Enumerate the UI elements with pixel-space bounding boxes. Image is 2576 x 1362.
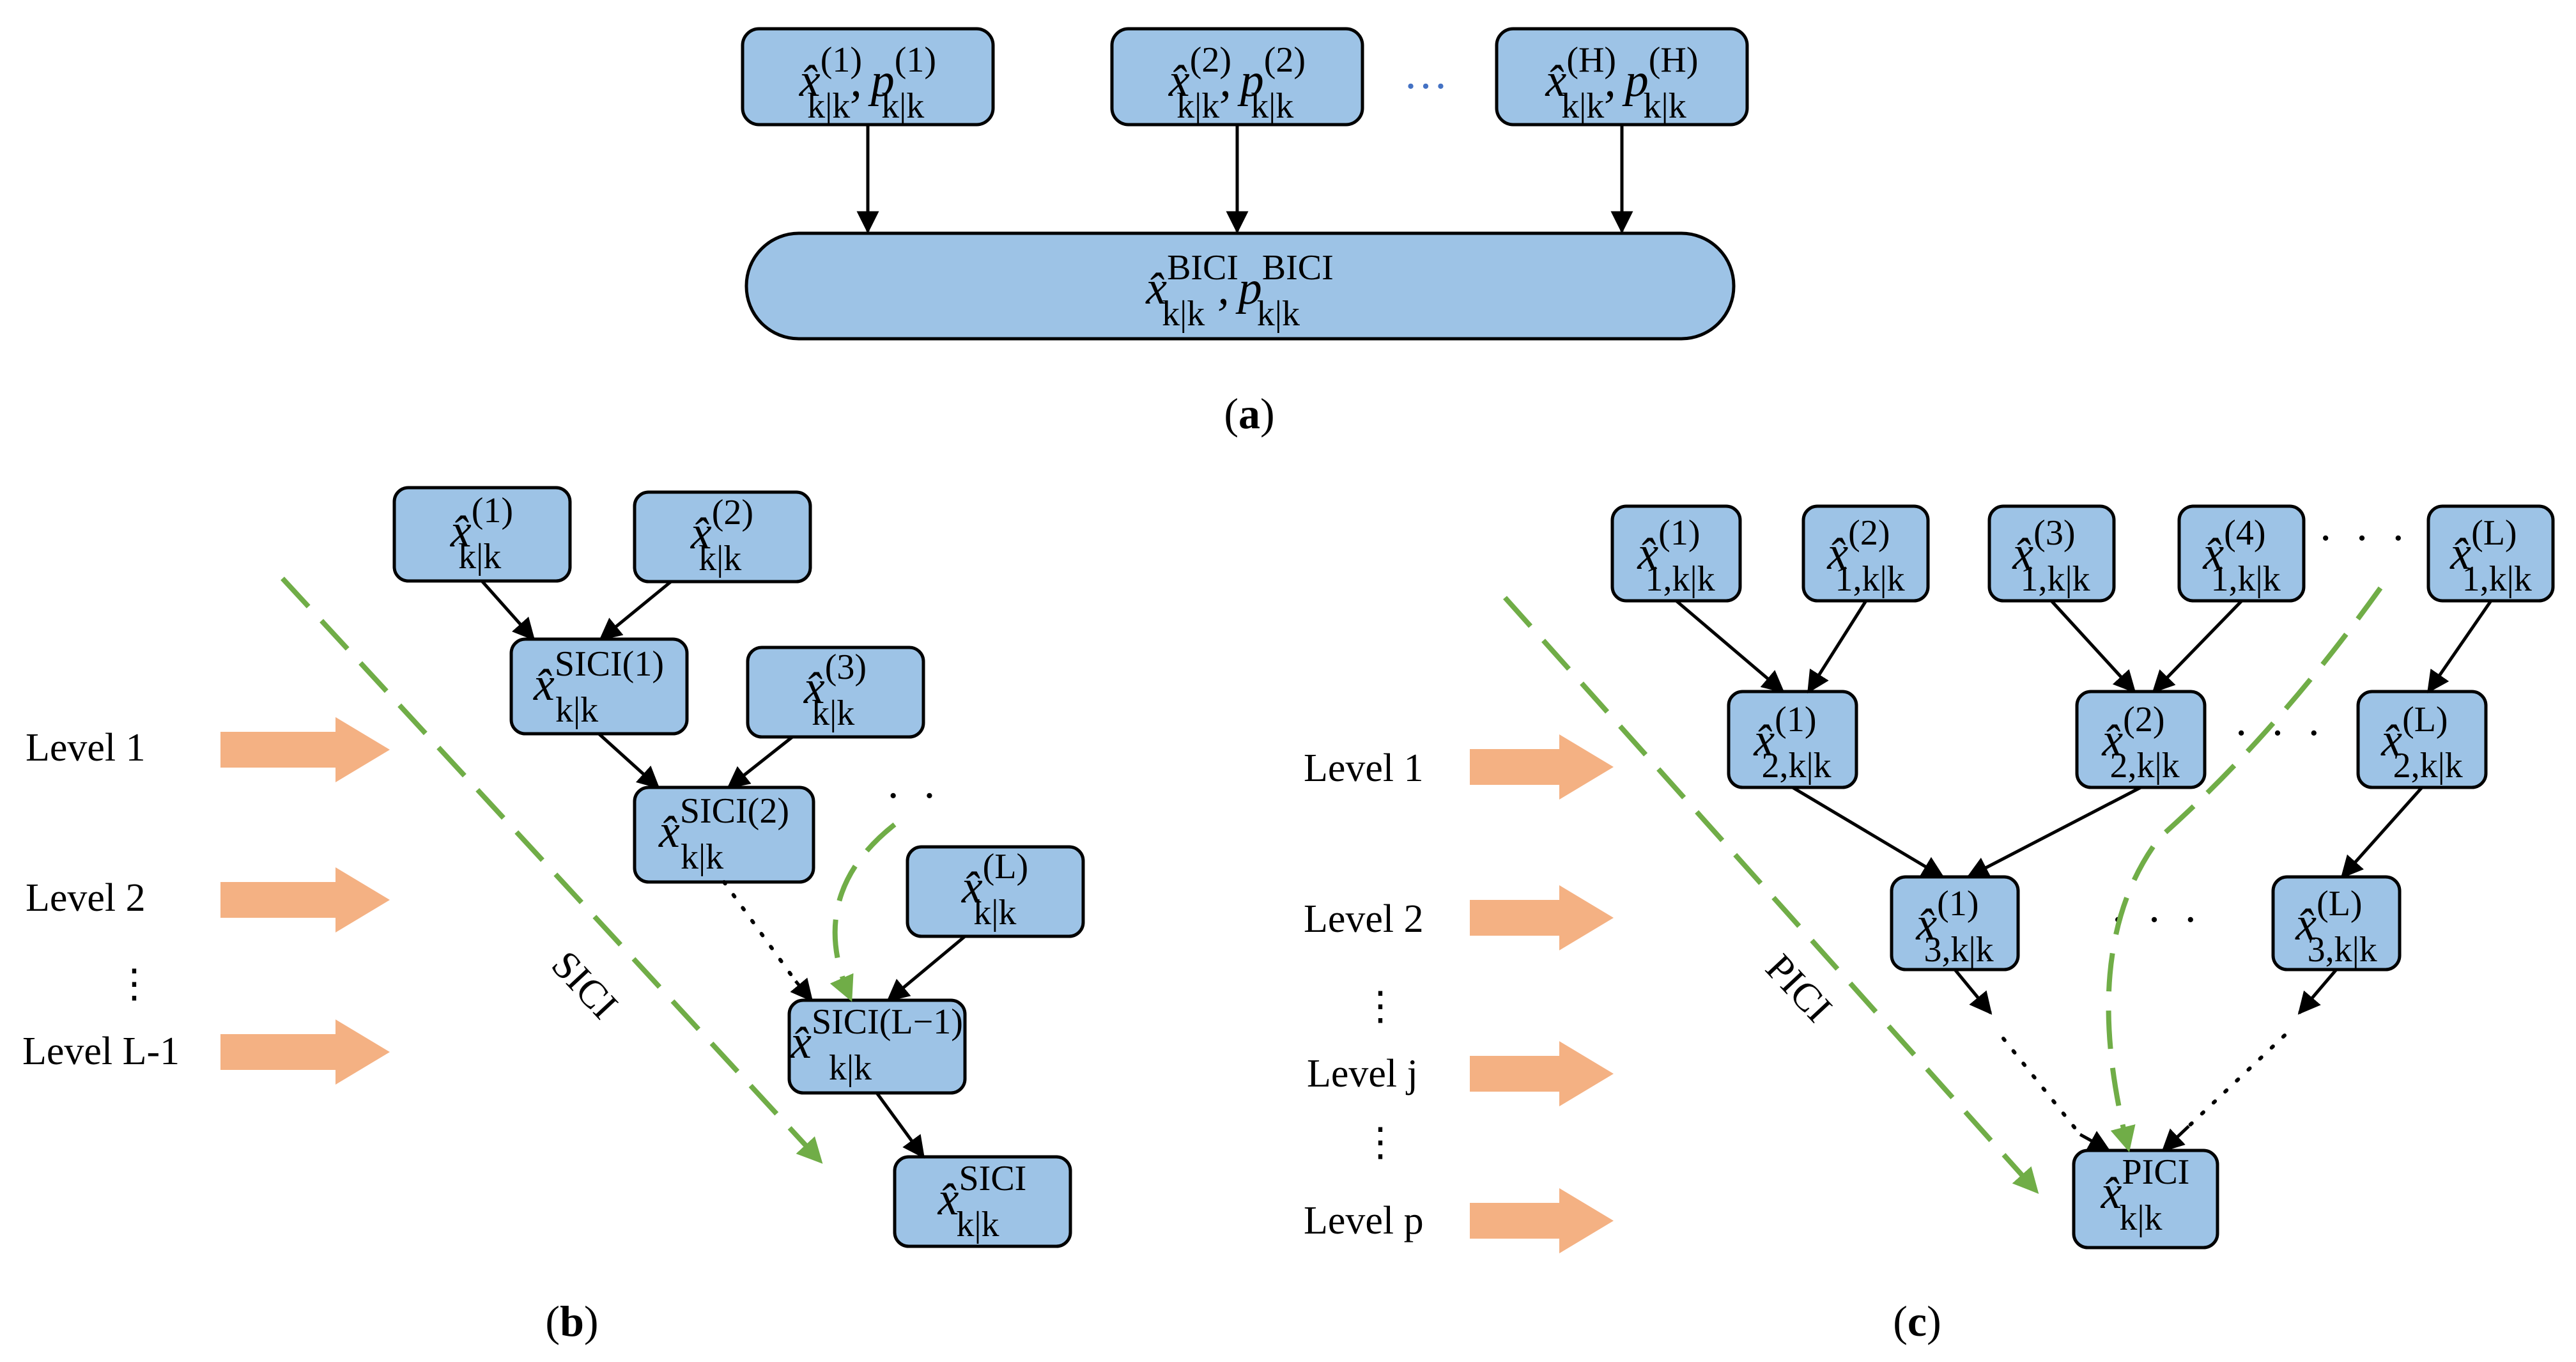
a-caption: (a) bbox=[1224, 389, 1274, 438]
c-level-vdots-2: ⋮ bbox=[1361, 1121, 1400, 1165]
c-node-final bbox=[2072, 1149, 2219, 1250]
b-edge-s1-s2 bbox=[598, 732, 660, 789]
b-node-final bbox=[893, 1155, 1072, 1248]
c-row2-node-2-label: x̂(2)2,k|k bbox=[2101, 700, 2179, 785]
c-level-1: Level 1 bbox=[1304, 747, 1424, 790]
b-node-s2-label: x̂SICI(2)k|k bbox=[658, 791, 789, 877]
b-edge-sl-final bbox=[875, 1092, 925, 1159]
c-edge-r3nl-dotted bbox=[2187, 1033, 2287, 1128]
a-node-2 bbox=[1110, 27, 1364, 127]
a-ellipsis: … bbox=[1403, 49, 1453, 98]
b-node-x2-label: x̂(2)k|k bbox=[690, 493, 753, 578]
b-edge-xl-sl bbox=[886, 935, 966, 1002]
b-caption: (b) bbox=[545, 1297, 598, 1345]
c-level-vdots-1: ⋮ bbox=[1361, 985, 1400, 1028]
c-edge-r1n2-r2n1 bbox=[1807, 600, 1868, 693]
b-edge-x3-s2 bbox=[727, 736, 794, 789]
c-row3-node-l-label: x̂(L)3,k|k bbox=[2295, 884, 2377, 970]
c-row1-dots: · · · bbox=[2318, 514, 2411, 563]
a-node-2-label: x̂(2)k|k,p(2)k|k bbox=[1168, 40, 1306, 126]
b-level-2-arrow bbox=[220, 867, 390, 933]
b-edge-s2-sl-head bbox=[790, 977, 814, 1002]
c-level-p: Level p bbox=[1304, 1199, 1424, 1242]
b-level-l1: Level L-1 bbox=[22, 1030, 180, 1073]
b-curved-dash bbox=[829, 822, 897, 1002]
b-node-sl-label: x̂SICI(L−1)k|k bbox=[790, 1002, 963, 1088]
b-edge-x2-s1 bbox=[599, 580, 672, 641]
c-row1-node-1-label: x̂(1)1,k|k bbox=[1637, 513, 1715, 599]
b-node-xl-label: x̂(L)k|k bbox=[961, 847, 1028, 933]
b-method-arrow bbox=[281, 577, 823, 1164]
c-edge-r2n1-r3n1 bbox=[1791, 785, 1945, 879]
b-method-label: SICI bbox=[543, 943, 626, 1027]
c-edge-final-right-head bbox=[2161, 1125, 2190, 1152]
b-node-x2 bbox=[633, 490, 812, 584]
c-level-j-arrow bbox=[1470, 1041, 1614, 1106]
c-edge-r3n1-dotted-head bbox=[1954, 968, 1993, 1015]
c-row3-node-1-label: x̂(1)3,k|k bbox=[1915, 884, 1993, 970]
a-node-h bbox=[1495, 27, 1749, 127]
b-edge-x1-s1 bbox=[481, 580, 536, 641]
c-edge-final-left-head bbox=[2079, 1131, 2111, 1152]
b-level-1: Level 1 bbox=[26, 726, 146, 770]
c-edge-r1n1-r2n1 bbox=[1675, 600, 1785, 693]
c-curved-dash bbox=[2106, 586, 2383, 1152]
panel-a: x̂(1)k|k,p(1)k|k x̂(2)k|k,p(2)k|k … x̂(H… bbox=[741, 27, 1749, 438]
b-edge-s2-sl-dotted bbox=[722, 880, 798, 983]
c-row1-node-3-label: x̂(3)1,k|k bbox=[2012, 513, 2090, 599]
b-node-x3 bbox=[746, 646, 925, 739]
c-row2-node-1-label: x̂(1)2,k|k bbox=[1753, 700, 1831, 785]
b-node-s1-label: x̂SICI(1)k|k bbox=[533, 644, 664, 730]
c-level-j: Level j bbox=[1307, 1052, 1418, 1095]
b-level-1-arrow bbox=[220, 717, 390, 782]
panel-c: Level 1 Level 2 ⋮ Level j ⋮ Level p PICI… bbox=[1304, 504, 2555, 1345]
c-row1-node-2-label: x̂(2)1,k|k bbox=[1826, 513, 1904, 599]
a-node-h-label: x̂(H)k|k,p(H)k|k bbox=[1545, 40, 1698, 126]
c-caption: (c) bbox=[1893, 1297, 1941, 1345]
c-edge-r2n2-r3n1 bbox=[1966, 785, 2142, 879]
a-node-1-label: x̂(1)k|k,p(1)k|k bbox=[799, 40, 936, 126]
a-node-1 bbox=[741, 27, 995, 127]
b-node-xl bbox=[906, 845, 1085, 938]
c-level-1-arrow bbox=[1470, 734, 1614, 800]
c-edge-r3nl-dotted-head bbox=[2297, 968, 2338, 1015]
c-method-arrow bbox=[1503, 596, 2039, 1194]
b-node-x1-label: x̂(1)k|k bbox=[450, 491, 513, 577]
b-level-vdots: ⋮ bbox=[114, 963, 154, 1006]
c-level-2-arrow bbox=[1470, 885, 1614, 950]
c-edge-r1n3-r2n2 bbox=[2050, 600, 2136, 693]
c-edge-r2nl-r3nl bbox=[2340, 786, 2423, 879]
c-row1-node-4-label: x̂(4)1,k|k bbox=[2202, 513, 2280, 599]
a-fusion-node bbox=[744, 231, 1736, 341]
b-dots-right: · · bbox=[886, 771, 942, 821]
c-edge-r3n1-dotted bbox=[2001, 1037, 2082, 1136]
c-level-2: Level 2 bbox=[1304, 897, 1424, 941]
c-level-p-arrow bbox=[1470, 1188, 1614, 1253]
c-row2-node-l-label: x̂(L)2,k|k bbox=[2380, 700, 2463, 785]
b-node-x3-label: x̂(3)k|k bbox=[803, 647, 867, 733]
c-row1-node-l-label: x̂(L)1,k|k bbox=[2449, 513, 2532, 599]
c-edge-r1nl-r2nl bbox=[2426, 600, 2493, 693]
b-level-2: Level 2 bbox=[26, 876, 146, 920]
b-level-l1-arrow bbox=[220, 1019, 390, 1085]
panel-b: Level 1 Level 2 ⋮ Level L-1 SICI x̂(1)k|… bbox=[22, 486, 1085, 1345]
c-edge-r1n4-r2n2 bbox=[2152, 600, 2243, 693]
